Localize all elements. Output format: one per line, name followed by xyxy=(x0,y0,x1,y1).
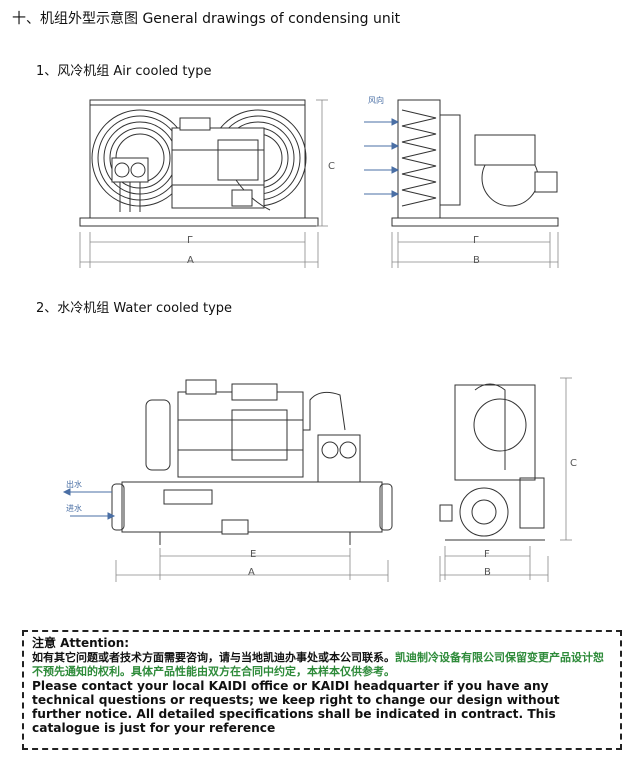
notice-chinese-rights: 凯迪制冷设备有限公司保留变更产品设计恕不预先通知的权利。具体产品性能由双方在合同… xyxy=(32,651,604,678)
air-side-dim-inner: Γ xyxy=(473,235,479,246)
attention-notice: 注意 Attention: 如有其它问题或者技术方面需要咨询，请与当地凯迪办事处… xyxy=(22,630,622,750)
notice-chinese: 如有其它问题或者技术方面需要咨询，请与当地凯迪办事处或本公司联系。凯迪制冷设备有… xyxy=(32,651,612,679)
section-title: 十、机组外型示意图 General drawings of condensing… xyxy=(12,11,401,27)
air-cooled-title: 1、风冷机组 Air cooled type xyxy=(36,64,212,79)
water-side-dim-height: C xyxy=(570,458,577,469)
water-side-dim-outer: B xyxy=(484,567,491,578)
notice-english: Please contact your local KAIDI office o… xyxy=(32,679,560,735)
water-side-dim-inner: F xyxy=(484,549,490,560)
water-cooled-title: 2、水冷机组 Water cooled type xyxy=(36,301,233,316)
water-front-dim-outer: A xyxy=(248,567,255,578)
water-front-dim-inner: E xyxy=(250,549,256,560)
water-out-label: 出水 xyxy=(66,479,82,489)
water-in-label: 进水 xyxy=(66,503,82,513)
air-front-dim-inner: Γ xyxy=(187,235,193,246)
air-front-dim-height: C xyxy=(328,161,335,172)
notice-heading: 注意 Attention: xyxy=(32,636,130,650)
air-front-dim-outer: A xyxy=(187,255,194,266)
airflow-label: 风向 xyxy=(368,95,384,105)
notice-chinese-contact: 如有其它问题或者技术方面需要咨询，请与当地凯迪办事处或本公司联系。 xyxy=(32,651,395,664)
air-side-dim-outer: B xyxy=(473,255,480,266)
